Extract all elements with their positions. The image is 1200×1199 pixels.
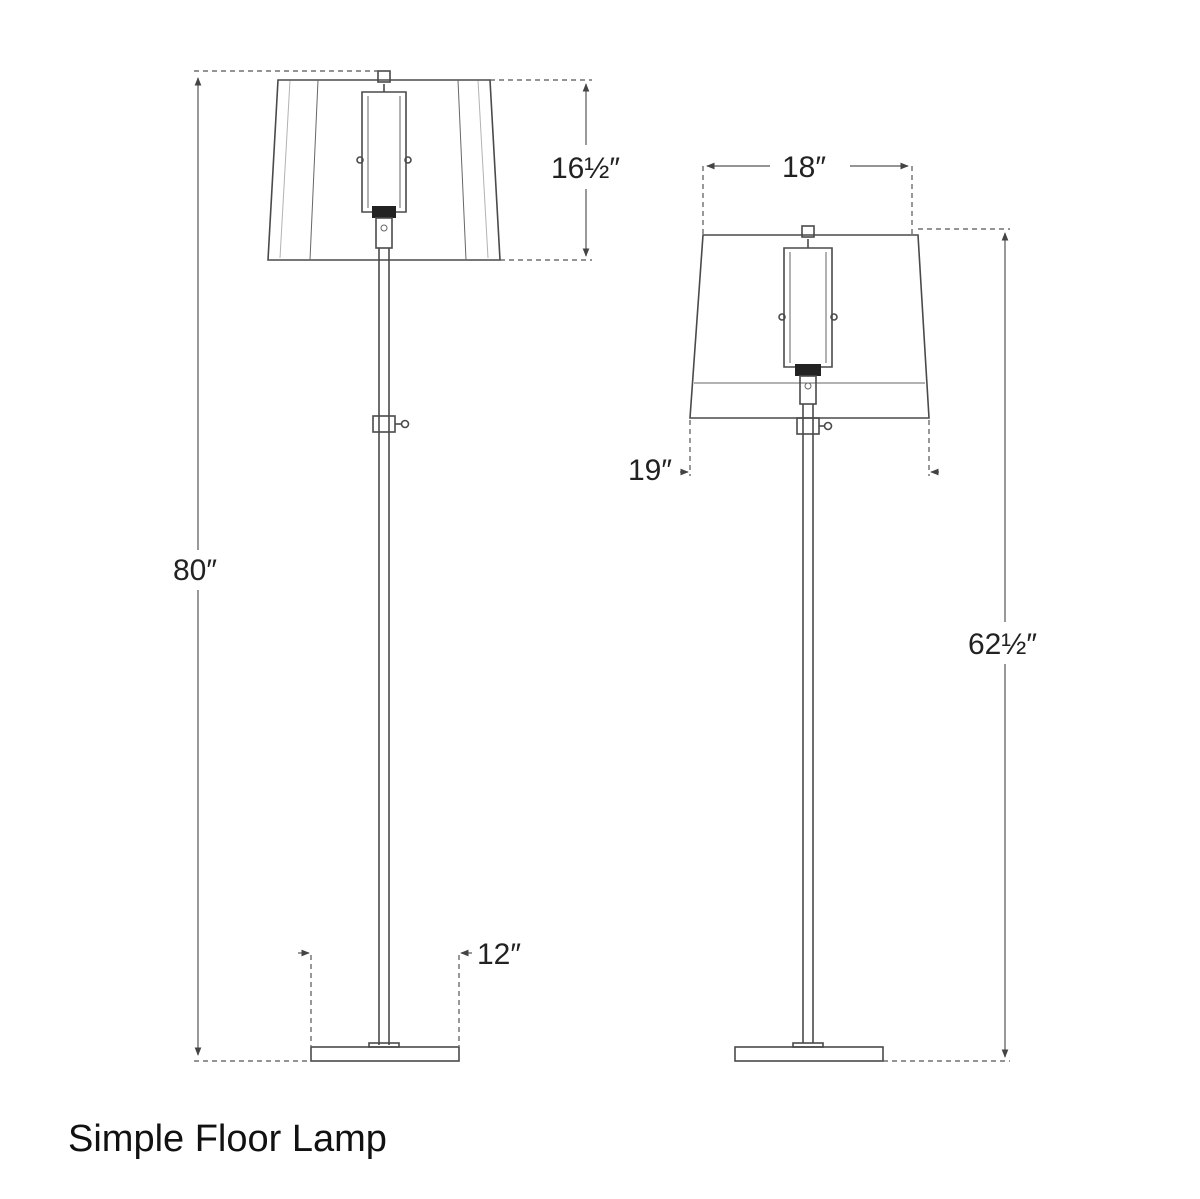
dim-shade-top-width: 18″	[702, 146, 913, 234]
lamp-side-socket	[795, 364, 821, 376]
lamp-front-socket	[372, 206, 396, 218]
lamp-side-harp	[783, 239, 833, 368]
lamp-side-finial	[801, 225, 815, 238]
lamp-side-adjuster	[796, 417, 820, 435]
lamp-side-stem	[802, 404, 814, 1043]
lamp-front-view	[267, 70, 501, 1062]
dim-shade-height: 16½″	[490, 79, 637, 261]
dim-shade-bottom-width-label: 19″	[628, 454, 672, 487]
lamp-front-stem	[378, 248, 390, 1045]
lamp-front-adjuster	[372, 415, 396, 433]
dim-shade-top-width-label: 18″	[782, 151, 826, 184]
lamp-front-finial	[377, 70, 391, 83]
lamp-side-shade	[689, 234, 930, 419]
lamp-front-harp	[361, 84, 407, 213]
dim-shade-height-label: 16½″	[551, 152, 620, 185]
dim-overall-height-label: 80″	[173, 554, 217, 587]
dim-overall-height: 80″	[168, 70, 380, 1062]
product-caption: Simple Floor Lamp	[68, 1118, 387, 1160]
lamp-front-base	[310, 1046, 460, 1062]
dim-base-width-label: 12″	[477, 938, 521, 971]
lamp-side-view	[689, 225, 930, 1062]
lamp-side-base	[734, 1046, 884, 1062]
dim-shade-bottom-width: 19″	[628, 420, 939, 487]
dim-height-to-shade: 62½″	[883, 228, 1059, 1062]
dim-height-to-shade-label: 62½″	[968, 628, 1037, 661]
dim-base-width: 12″	[298, 938, 521, 1046]
